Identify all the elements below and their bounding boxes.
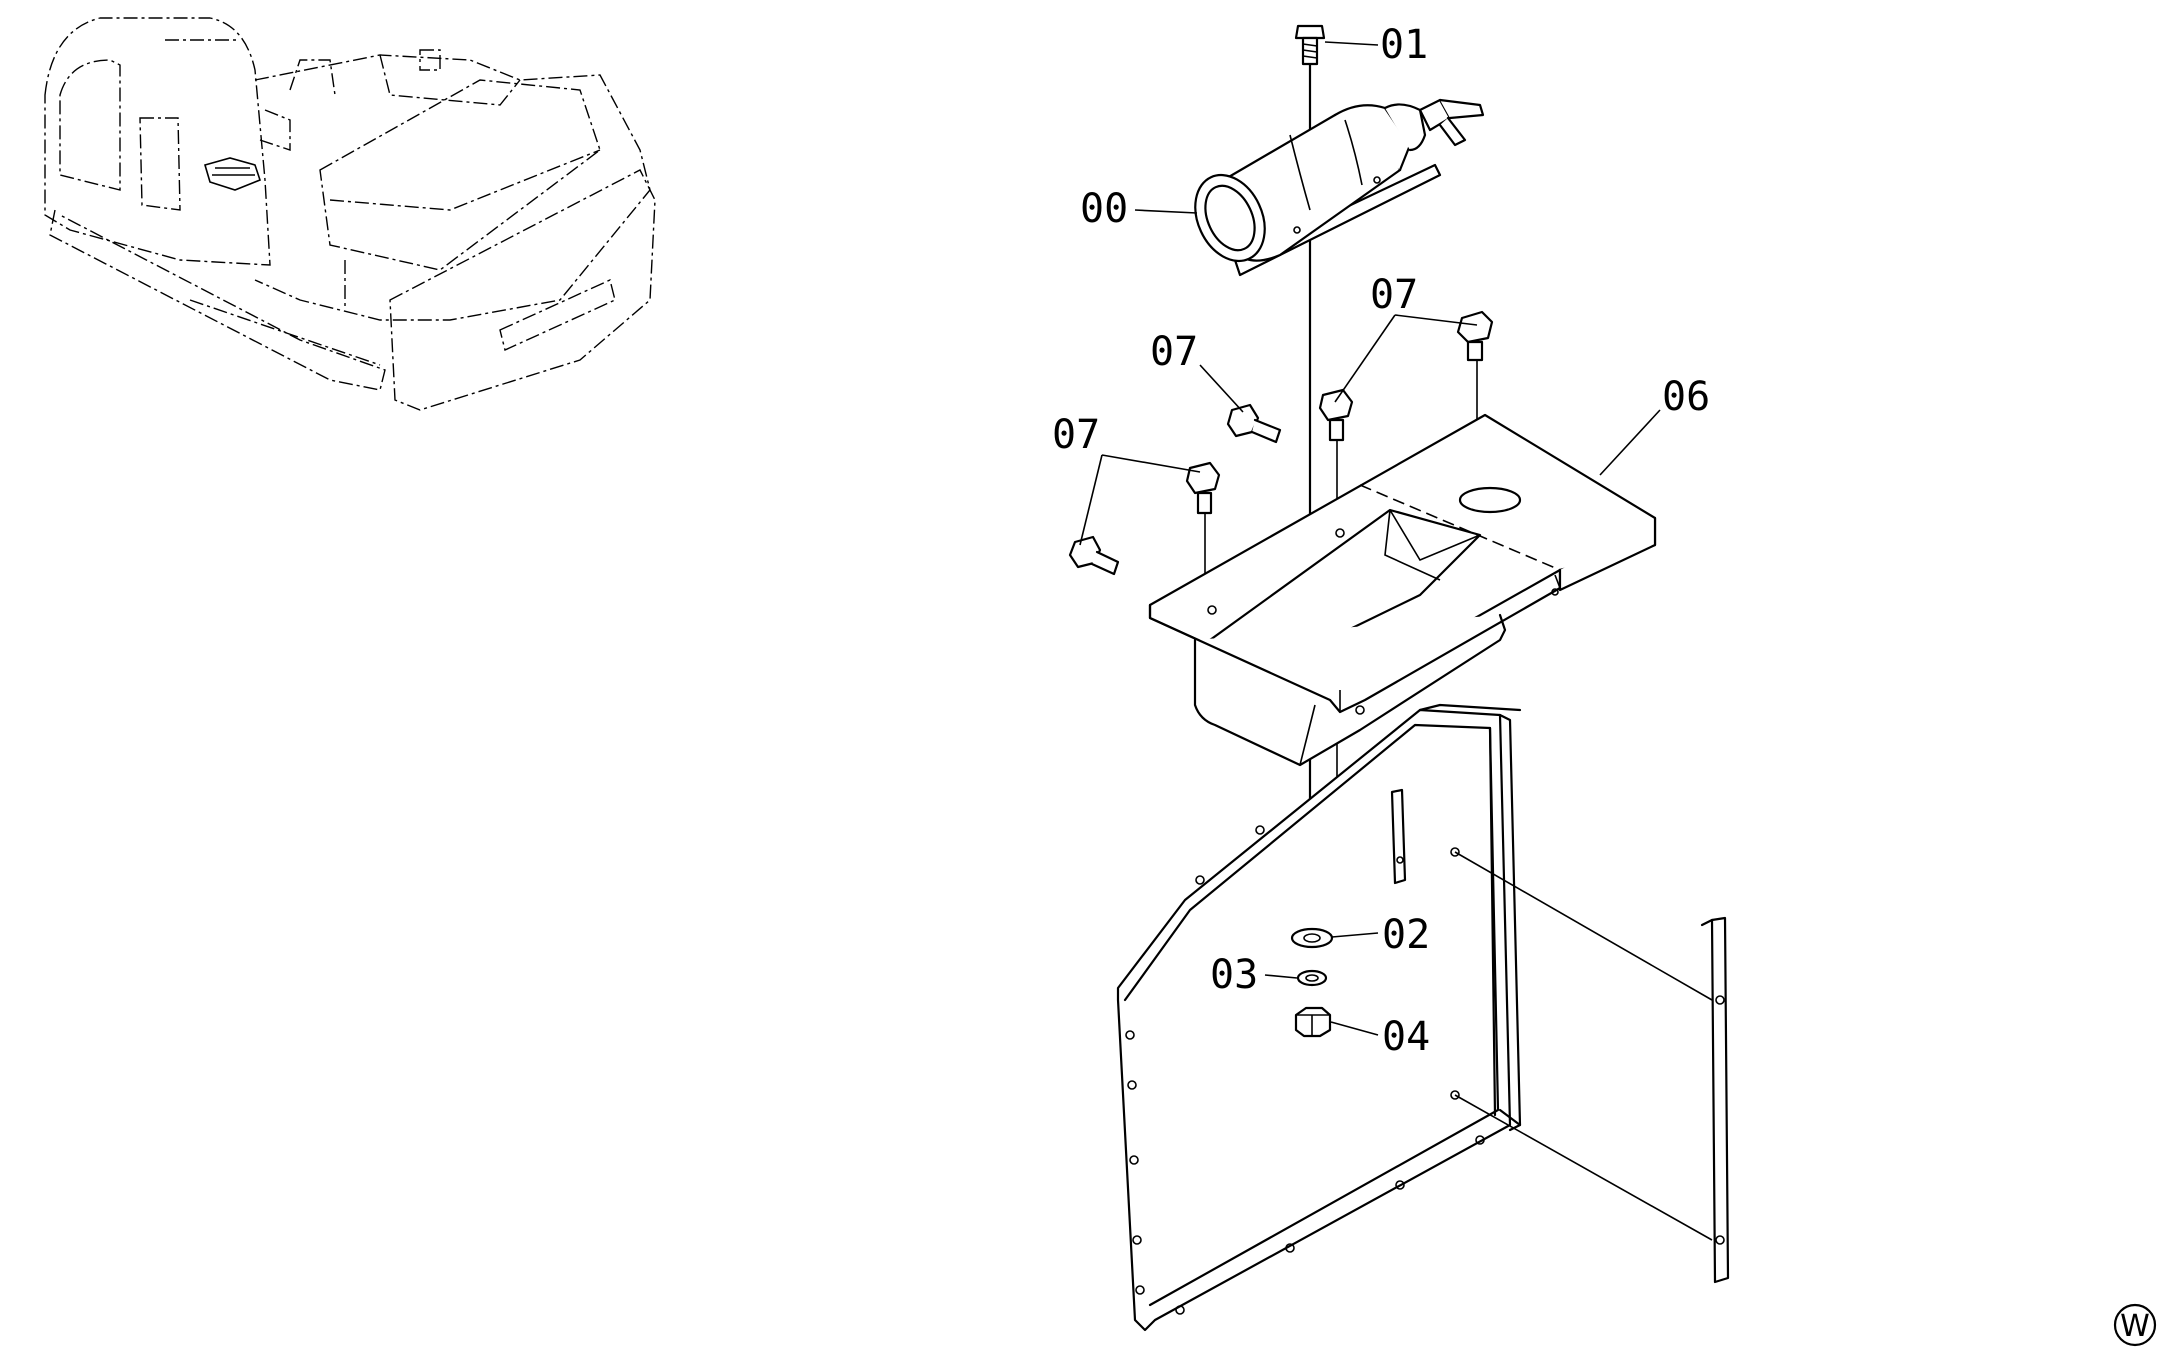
corner-mark: W: [2113, 1303, 2157, 1347]
bolt-01: [1294, 24, 1326, 66]
excavator-overview: [44, 17, 656, 411]
label-00: 00: [1080, 186, 1128, 232]
label-07-left: 07: [1052, 412, 1100, 458]
bolt-07-middle: [1318, 388, 1354, 442]
lock-washer-03: [1296, 969, 1328, 987]
washer-02: [1290, 927, 1334, 949]
bolt-07-side: [1226, 403, 1282, 444]
bolt-07-left-lower: [1068, 535, 1120, 576]
label-02: 02: [1382, 912, 1430, 958]
nut-04: [1294, 1006, 1332, 1038]
tray-bracket-06: [1148, 413, 1657, 767]
label-01: 01: [1380, 22, 1428, 68]
label-03: 03: [1210, 952, 1258, 998]
label-07-top: 07: [1370, 272, 1418, 318]
label-07-middle: 07: [1150, 329, 1198, 375]
label-04: 04: [1382, 1014, 1430, 1060]
bolt-07-right: [1456, 310, 1494, 362]
label-06: 06: [1662, 374, 1710, 420]
leader-lines: [1079, 41, 1661, 1036]
corner-mark-letter: W: [2120, 1309, 2150, 1344]
bolt-07-left-upper: [1185, 461, 1221, 515]
fire-extinguisher-00: [1194, 98, 1485, 277]
